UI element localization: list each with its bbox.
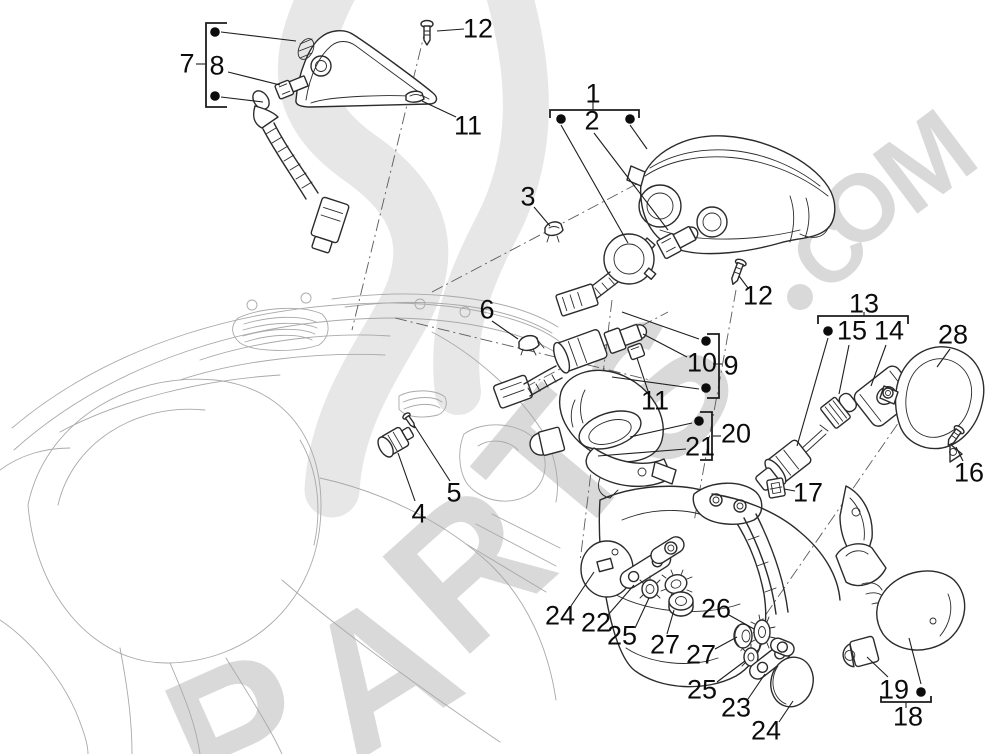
star-washer-26	[750, 614, 776, 650]
turn-signal-left	[529, 369, 677, 499]
license-lamp-assembly	[755, 346, 985, 499]
exploded-parts	[252, 19, 985, 708]
mounting-hardware	[580, 536, 814, 708]
bulb-21-area	[529, 426, 566, 456]
body-socket-4-5	[377, 412, 416, 458]
washer-27-right	[733, 623, 753, 649]
washer-25-left	[639, 575, 661, 599]
bulb-19	[842, 635, 880, 668]
bulb-2	[656, 225, 699, 260]
turn-signal-right	[835, 543, 966, 668]
clip-6	[518, 334, 545, 356]
mudguard	[598, 482, 873, 688]
bulb-15	[820, 392, 858, 429]
watermark-dot	[787, 284, 813, 310]
flame-swoosh-right	[433, 0, 549, 415]
tail-light-assembly	[544, 135, 836, 317]
star-washer-27	[660, 569, 693, 599]
housing-28	[879, 346, 985, 463]
screw-12-right	[731, 258, 747, 285]
screw-12-top	[420, 19, 434, 46]
disc-24-right	[770, 656, 814, 708]
bulb-holder-10-assembly	[493, 323, 648, 409]
spoiler-lamp-assembly	[252, 30, 438, 254]
lamp-holder-7	[252, 90, 350, 254]
clip-11-top	[405, 90, 430, 103]
nut-27	[668, 591, 694, 617]
callout-graphics	[196, 22, 964, 723]
screw-16	[947, 425, 965, 446]
clip-3	[544, 221, 564, 243]
clip-11-middle	[627, 342, 646, 361]
clip-17	[766, 477, 786, 499]
